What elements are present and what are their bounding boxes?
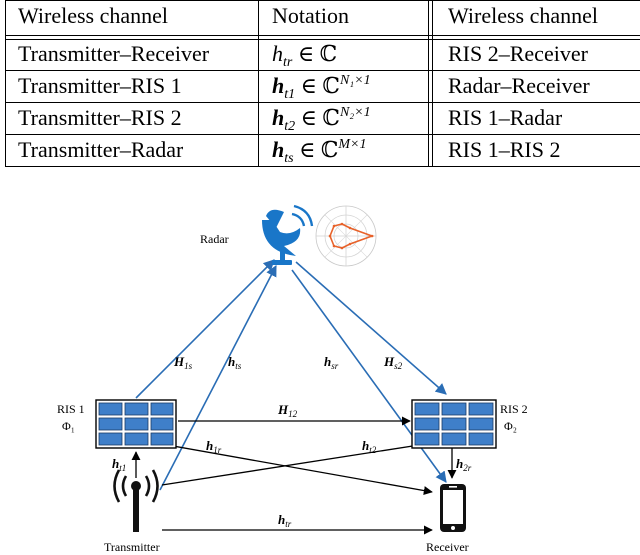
ris2-panel bbox=[411, 399, 497, 449]
notation-subscript: t1 bbox=[284, 87, 296, 102]
notation-symbol: h bbox=[272, 73, 285, 98]
table-left-border bbox=[5, 0, 7, 167]
ris1-phase-label: Φ₁ bbox=[62, 419, 75, 433]
notation-set: ∈ ℂ bbox=[299, 137, 339, 162]
diagram-canvas bbox=[95, 204, 497, 535]
table-column-divider bbox=[258, 0, 260, 167]
notation-set: ∈ ℂ bbox=[297, 41, 338, 66]
channel-label-h2r: h2r bbox=[456, 456, 472, 473]
row-channel: Transmitter–RIS 1 bbox=[18, 73, 182, 98]
ris1-label: RIS 1 bbox=[57, 402, 85, 416]
table-double-divider bbox=[432, 0, 434, 167]
arrow-transmitter-ris2 bbox=[161, 439, 433, 486]
ris2-label: RIS 2 bbox=[500, 402, 528, 416]
row-channel: Transmitter–RIS 2 bbox=[18, 105, 182, 130]
notation-subscript: tr bbox=[283, 55, 293, 70]
table-bottom-rule bbox=[5, 166, 640, 168]
notation-dimension: M×1 bbox=[338, 137, 367, 152]
notation-symbol: h bbox=[272, 137, 285, 162]
channel-label-hsr: hsr bbox=[324, 354, 339, 371]
row-notation: ht2 ∈ ℂN₂×1 bbox=[272, 103, 371, 137]
transmitter-label: Transmitter bbox=[104, 540, 160, 554]
arrow-radar-ris2 bbox=[295, 261, 447, 395]
channel-label-ht1: ht1 bbox=[112, 456, 127, 473]
notation-set: ∈ ℂ bbox=[300, 73, 340, 98]
notation-dimension: N₂×1 bbox=[339, 105, 371, 120]
row-channel-right: RIS 2–Receiver bbox=[448, 41, 588, 66]
header-wireless-channel-right: Wireless channel bbox=[448, 3, 598, 28]
table-row-rule bbox=[5, 134, 640, 136]
channel-label-H12: H12 bbox=[278, 402, 298, 419]
system-model-diagram: Radar RIS 1 Φ₁ RIS 2 Φ₂ Transmitter Rece… bbox=[0, 190, 640, 554]
row-notation: ht1 ∈ ℂN₁×1 bbox=[272, 71, 371, 105]
row-channel: Transmitter–Receiver bbox=[18, 41, 210, 66]
receiver-phone-icon bbox=[440, 484, 466, 532]
notation-subscript: t2 bbox=[284, 119, 296, 134]
row-channel: Transmitter–Radar bbox=[18, 137, 184, 162]
channel-label-Hs2: Hs2 bbox=[384, 354, 403, 371]
table-row-rule bbox=[5, 102, 640, 104]
notation-dimension: N₁×1 bbox=[339, 73, 371, 88]
table-header-rule bbox=[5, 35, 640, 37]
channel-label-ht2: ht2 bbox=[362, 438, 377, 455]
table-header-rule-2 bbox=[5, 39, 640, 41]
table-top-rule bbox=[5, 0, 640, 2]
channel-label-H1s: H1s bbox=[174, 354, 193, 371]
table-row-rule bbox=[5, 70, 640, 72]
header-wireless-channel: Wireless channel bbox=[18, 3, 168, 28]
channel-notation-table: Wireless channel Notation Wireless chann… bbox=[0, 0, 640, 170]
receiver-label: Receiver bbox=[426, 540, 469, 554]
channel-label-hts: hts bbox=[228, 354, 242, 371]
ris2-phase-label: Φ₂ bbox=[504, 419, 517, 433]
row-notation: hts ∈ ℂM×1 bbox=[272, 135, 367, 169]
notation-set: ∈ ℂ bbox=[300, 105, 340, 130]
arrow-transmitter-radar bbox=[159, 265, 277, 491]
row-notation: htr ∈ ℂ bbox=[272, 39, 337, 73]
radar-label: Radar bbox=[200, 232, 229, 246]
notation-subscript: ts bbox=[284, 151, 294, 166]
row-channel-right: RIS 1–RIS 2 bbox=[448, 137, 561, 162]
radar-beampattern-icon bbox=[315, 205, 377, 267]
radar-dish-icon bbox=[262, 204, 314, 265]
arrow-ris1-radar bbox=[135, 259, 275, 399]
notation-symbol: h bbox=[272, 105, 285, 130]
ris1-panel bbox=[95, 399, 177, 449]
row-channel-right: RIS 1–Radar bbox=[448, 105, 563, 130]
row-channel-right: Radar–Receiver bbox=[448, 73, 590, 98]
table-double-divider bbox=[428, 0, 430, 167]
channel-label-htr: htr bbox=[278, 512, 292, 529]
header-notation: Notation bbox=[272, 3, 349, 28]
transmitter-antenna-icon bbox=[113, 469, 159, 532]
channel-label-h1r: h1r bbox=[206, 438, 222, 455]
notation-symbol: h bbox=[272, 41, 283, 66]
